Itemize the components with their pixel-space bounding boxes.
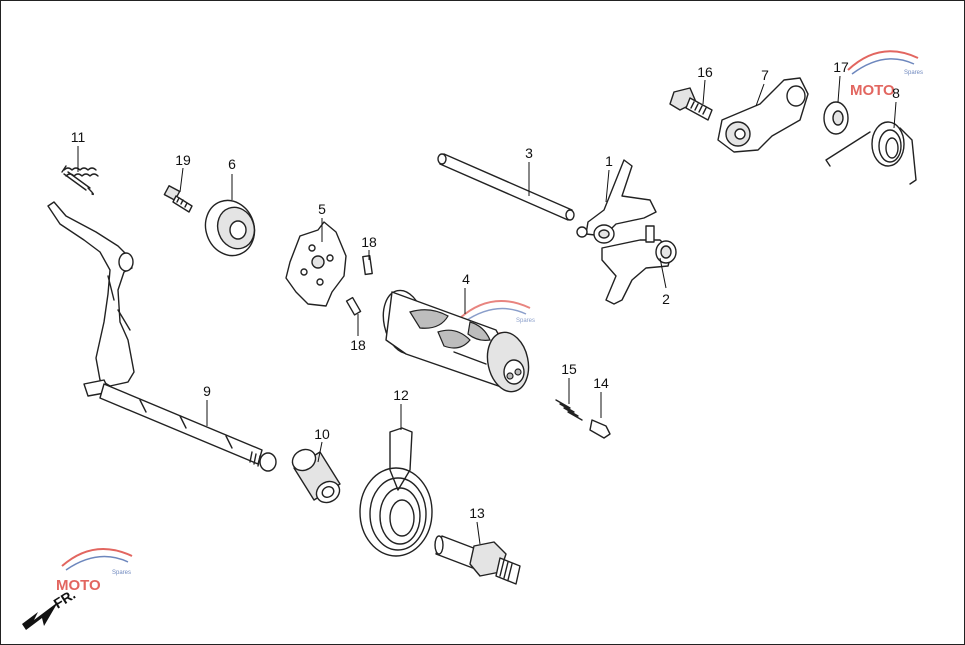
part-11-spring [61, 165, 99, 196]
callout-18-upper: 18 [361, 234, 377, 250]
watermark-bottom-left: MOTO Spares [56, 548, 133, 594]
callout-16: 16 [697, 64, 713, 80]
callout-6: 6 [228, 156, 236, 172]
callout-9: 9 [203, 383, 211, 399]
svg-text:Spares: Spares [904, 70, 923, 76]
svg-text:Spares: Spares [112, 570, 131, 576]
part-8-stopper-spring [825, 121, 917, 185]
part-13-stud-bolt [434, 535, 521, 585]
part-9-gearshift-spindle [47, 201, 277, 472]
callout-19: 19 [175, 152, 191, 168]
part-5-cam-star [285, 221, 347, 307]
callout-5: 5 [318, 201, 326, 217]
svg-text:Spares: Spares [516, 318, 535, 324]
part-18-pin-lower [345, 296, 362, 316]
part-18-pin-upper [362, 254, 373, 276]
part-14-detent-pin [589, 419, 611, 439]
callout-7: 7 [761, 67, 769, 83]
part-6-cam-plate-disc [204, 199, 256, 257]
part-15-detent-spring [555, 399, 583, 421]
callout-1: 1 [605, 153, 613, 169]
callout-2: 2 [662, 291, 670, 307]
part-1-shift-fork [576, 159, 657, 244]
callout-13: 13 [469, 505, 485, 521]
callout-4: 4 [462, 271, 470, 287]
callout-18-lower: 18 [350, 337, 366, 353]
part-16-bolt [669, 87, 713, 121]
watermark-top-right: MOTO Spares [847, 50, 923, 99]
watermark-text: MOTO [56, 577, 101, 594]
part-3-fork-shaft [437, 153, 575, 221]
part-2-shift-fork [601, 225, 677, 305]
leader-lines [77, 75, 897, 545]
callout-15: 15 [561, 361, 577, 377]
callout-8: 8 [892, 85, 900, 101]
callout-17: 17 [833, 59, 849, 75]
part-19-bolt [163, 185, 193, 213]
part-4-shift-drum [382, 289, 530, 393]
part-10-bushing [291, 448, 341, 504]
callout-labels: 1 2 3 4 5 6 7 8 9 10 11 12 13 14 15 16 1… [71, 59, 900, 521]
part-7-stopper-arm [717, 77, 809, 153]
callout-14: 14 [593, 375, 609, 391]
front-direction-arrow: FR. [22, 586, 78, 630]
callout-12: 12 [393, 387, 409, 403]
watermark-text: MOTO [850, 82, 895, 99]
part-12-return-spring [359, 427, 433, 557]
callout-11: 11 [71, 129, 86, 145]
callout-10: 10 [314, 426, 330, 442]
part-17-washer [823, 101, 849, 135]
callout-3: 3 [525, 145, 533, 161]
